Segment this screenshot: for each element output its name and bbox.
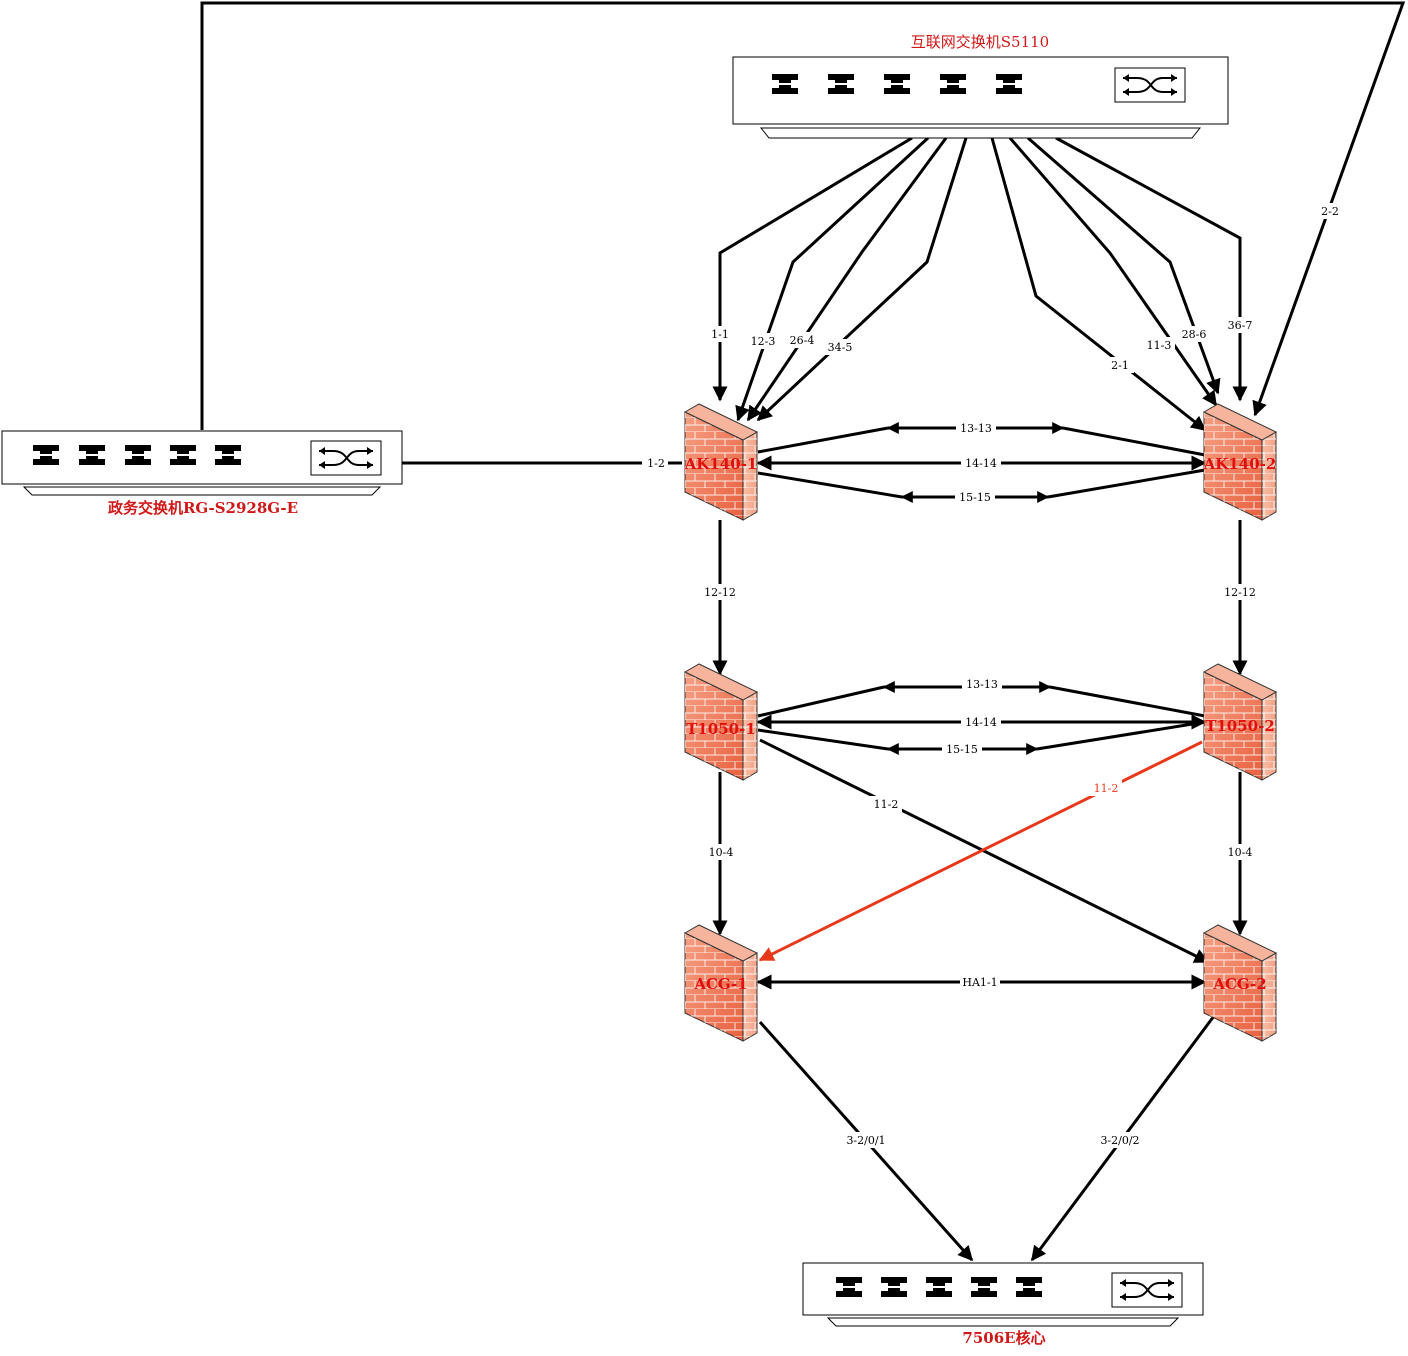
label-ak-15: 15-15 [959, 491, 991, 504]
label-t1-acg2: 11-2 [874, 798, 899, 811]
label-ak-14: 14-14 [965, 457, 997, 470]
firewall-ak140-1-label: AK140-1 [684, 455, 758, 473]
label-t-14: 14-14 [965, 716, 997, 729]
label-ak1-t1: 12-12 [704, 586, 736, 599]
firewall-acg-1-label: ACG-1 [693, 975, 747, 993]
label-acg-ha: HA1-1 [962, 976, 997, 989]
label-t2-acg2: 10-4 [1228, 846, 1253, 859]
link-inet-ak1-c [746, 137, 948, 422]
link-t-13c [1049, 685, 1206, 718]
label-inet-ak1-a: 1-1 [711, 328, 729, 341]
label-inet-ak2-d: 36-7 [1228, 319, 1253, 332]
link-inet-ak2-a [990, 137, 1207, 432]
firewall-t1050-1-label: T1050-1 [686, 720, 756, 738]
label-ak-13: 13-13 [960, 422, 992, 435]
internet-switch: 互联网交换机S5110 [732, 33, 1229, 139]
link-t-15a [757, 728, 889, 751]
label-acg2-core: 3-2/0/2 [1100, 1134, 1139, 1147]
link-inet-ak2-c [1027, 136, 1221, 395]
link-t-15c [1036, 720, 1206, 751]
link-inet-ak1-b [735, 136, 930, 422]
firewall-ak140-1: AK140-1 [684, 403, 758, 521]
firewall-t1050-2-label: T1050-2 [1205, 717, 1275, 735]
label-inet-ak2-b: 11-3 [1147, 339, 1172, 352]
label-t-15: 15-15 [946, 743, 978, 756]
links [200, 1, 1406, 1262]
link-ak-15c [1047, 468, 1206, 499]
label-gov-ak2: 2-2 [1321, 205, 1339, 218]
label-inet-ak2-c: 28-6 [1182, 328, 1207, 341]
firewall-ak140-2-label: AK140-2 [1203, 455, 1277, 473]
link-inet-ak1-d [756, 137, 968, 422]
label-t-13: 13-13 [966, 678, 998, 691]
link-ak-13a [757, 426, 889, 454]
link-t2-acg1 [758, 740, 1203, 962]
firewall-t1050-1: T1050-1 [684, 663, 758, 781]
label-t2-acg1: 11-2 [1094, 782, 1119, 795]
label-t1-acg1: 10-4 [709, 846, 734, 859]
firewall-acg-2-label: ACG-2 [1212, 975, 1266, 993]
link-ak-13c [1062, 426, 1206, 457]
internet-switch-label: 互联网交换机S5110 [911, 33, 1049, 51]
link-ak-15a [757, 471, 903, 499]
label-inet-ak2-a: 2-1 [1111, 359, 1129, 372]
label-inet-ak1-b: 12-3 [751, 335, 776, 348]
switch-icon [310, 440, 382, 476]
label-ak2-t2: 12-12 [1224, 586, 1256, 599]
firewall-t1050-2: T1050-2 [1203, 663, 1277, 781]
label-inet-ak1-c: 26-4 [790, 334, 815, 347]
label-inet-ak1-d: 34-5 [828, 341, 853, 354]
label-acg1-core: 3-2/0/1 [846, 1134, 885, 1147]
gov-switch-label: 政务交换机RG-S2928G-E [108, 499, 298, 517]
core-switch-label: 7506E核心 [962, 1329, 1045, 1347]
core-switch: 7506E核心 [802, 1262, 1204, 1347]
link-t-13a [757, 685, 885, 718]
label-gov-ak1: 1-2 [647, 457, 665, 470]
gov-switch: 政务交换机RG-S2928G-E [1, 430, 403, 517]
firewall-ak140-2: AK140-2 [1203, 403, 1277, 521]
firewall-acg-2: ACG-2 [1203, 924, 1277, 1042]
firewall-acg-1: ACG-1 [684, 924, 758, 1042]
link-inet-ak1-a [712, 136, 913, 402]
link-inet-ak2-d [1055, 136, 1248, 402]
link-inet-ak2-b [1008, 137, 1218, 407]
switch-icon [1114, 67, 1186, 103]
switch-icon [1111, 1272, 1183, 1308]
link-labels: 1-2 2-2 1-1 12-3 26-4 34-5 2-1 11-3 28-6… [642, 203, 1345, 1148]
